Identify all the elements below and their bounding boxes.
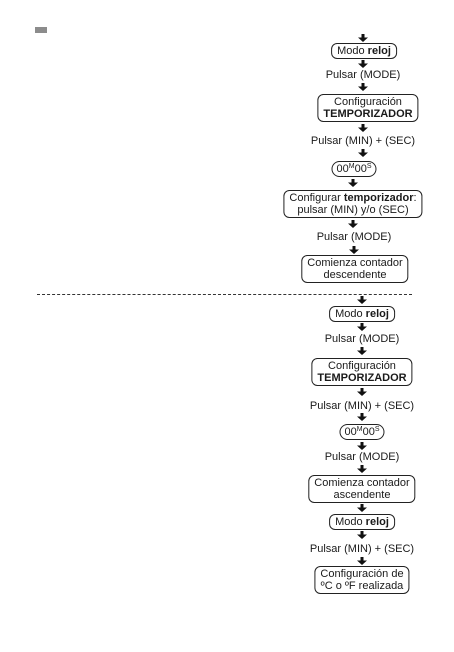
display-minutes: 00 <box>344 426 357 438</box>
descendente-label: descendente <box>323 269 387 281</box>
display-00m00s-box: 00M00S <box>331 161 377 177</box>
down-arrow-icon <box>357 504 367 512</box>
pulsar-min-sec-text-2: Pulsar (MIN) + (SEC) <box>309 400 415 412</box>
pulsar-min-sec-text: Pulsar (MIN) + (SEC) <box>310 135 416 147</box>
down-arrow-icon <box>357 442 367 450</box>
down-arrow-icon <box>357 413 367 421</box>
config-unidad-temp-box: Configuración de ºC o ºF realizada <box>314 566 410 594</box>
down-arrow-icon <box>358 124 368 132</box>
down-arrow-icon <box>349 246 359 254</box>
config-temporizador-box: Configuración TEMPORIZADOR <box>317 94 419 122</box>
down-arrow-icon <box>357 323 367 331</box>
config-unit-line2: ºC o ºF realizada <box>320 580 404 592</box>
display-00m00s-box-2: 00M00S <box>339 424 385 440</box>
down-arrow-icon <box>358 83 368 91</box>
down-arrow-icon <box>348 220 358 228</box>
temporizador-label: temporizador <box>343 192 414 204</box>
display-m-suffix: M <box>348 163 355 170</box>
temporizador-bold-label: TEMPORIZADOR <box>323 108 413 120</box>
down-arrow-icon <box>357 465 367 473</box>
comienza-descendente-box: Comienza contador descendente <box>301 255 409 283</box>
reloj-bold-label: reloj <box>365 308 389 320</box>
dashed-divider <box>37 294 412 295</box>
comienza-line1: Comienza contador <box>307 257 403 269</box>
config-line1: Configuración <box>328 360 396 372</box>
down-arrow-icon <box>358 149 368 157</box>
comienza-ascendente-box: Comienza contador ascendente <box>308 475 416 503</box>
colon-label: : <box>413 192 417 204</box>
comienza-line1: Comienza contador <box>314 477 410 489</box>
pulsar-mode-text-4: Pulsar (MODE) <box>324 451 400 463</box>
reloj-bold-label: reloj <box>365 516 389 528</box>
display-seconds: 00 <box>354 163 367 175</box>
reloj-bold-label: reloj <box>367 45 391 57</box>
modo-reloj-label: Modo <box>335 308 366 320</box>
pulsar-min-sec-text-3: Pulsar (MIN) + (SEC) <box>309 543 415 555</box>
down-arrow-icon <box>357 531 367 539</box>
modo-reloj-box-3: Modo reloj <box>329 514 395 530</box>
down-arrow-icon <box>358 60 368 68</box>
display-s-suffix: S <box>374 426 380 433</box>
pulsar-mode-text: Pulsar (MODE) <box>325 69 401 81</box>
config-temporizador-box-2: Configuración TEMPORIZADOR <box>311 358 413 386</box>
pulsar-mode-text-3: Pulsar (MODE) <box>324 333 400 345</box>
modo-reloj-box: Modo reloj <box>331 43 397 59</box>
ascendente-label: ascendente <box>333 489 391 501</box>
config-unit-line1: Configuración de <box>320 568 404 580</box>
down-arrow-icon <box>348 179 358 187</box>
configurar-line2: pulsar (MIN) y/o (SEC) <box>297 204 409 216</box>
display-seconds: 00 <box>362 426 375 438</box>
modo-reloj-box-2: Modo reloj <box>329 306 395 322</box>
configurar-label: Configurar <box>289 192 344 204</box>
modo-reloj-label: Modo <box>335 516 366 528</box>
down-arrow-icon <box>357 347 367 355</box>
configurar-temporizador-box: Configurar temporizador: pulsar (MIN) y/… <box>283 190 423 218</box>
down-arrow-icon <box>357 296 367 304</box>
display-minutes: 00 <box>336 163 349 175</box>
section-marker <box>35 27 47 33</box>
down-arrow-icon <box>358 34 368 42</box>
config-line1: Configuración <box>334 96 402 108</box>
pulsar-mode-text-2: Pulsar (MODE) <box>316 231 392 243</box>
display-s-suffix: S <box>366 163 372 170</box>
modo-reloj-label: Modo <box>337 45 368 57</box>
temporizador-bold-label: TEMPORIZADOR <box>317 372 407 384</box>
down-arrow-icon <box>357 557 367 565</box>
down-arrow-icon <box>357 388 367 396</box>
display-m-suffix: M <box>356 426 363 433</box>
